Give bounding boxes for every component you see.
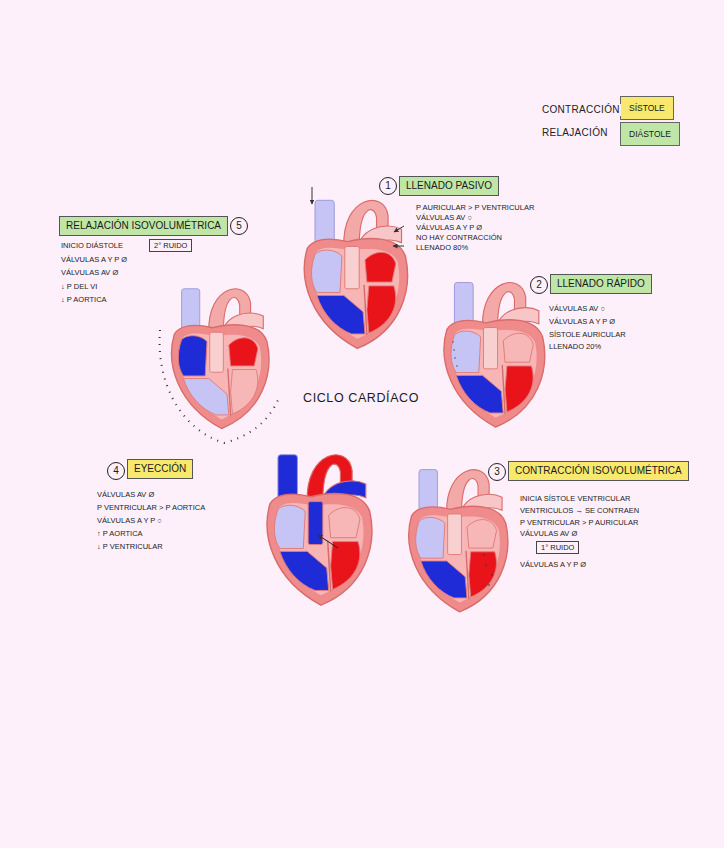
heart-illustration [172,289,269,429]
box-text: 2° RUIDO [154,241,187,250]
flow-arrow [318,535,338,548]
note-text: P AURICULAR > P VENTRICULAR [415,204,535,213]
note-text: VÁLVULAS A Y P Ø [548,318,616,327]
heart-illustration [304,200,407,348]
note-text: INICIA SÍSTOLE VENTRICULAR [519,495,631,504]
box-text: 1° RUIDO [541,543,574,552]
phase-title-box: RELAJACIÓN ISOVOLUMÉTRICA [59,216,228,236]
note-text: VÁLVULAS AV Ø [60,269,119,278]
note-text: LLENADO 80% [415,244,469,253]
note-text: ↓ P AORTICA [60,296,108,305]
note-text: VÁLVULAS AV ○ [548,305,606,314]
note-text: VENTRICULOS → SE CONTRAEN [519,507,640,516]
box-text: 5 [236,220,242,231]
box-text: CONTRACCIÓN ISOVOLUMÉTRICA [515,465,682,476]
note-text: P VENTRICULAR > P AURICULAR [519,519,639,528]
legend-box: DIÁSTOLE [620,122,680,146]
box-text: EYECCIÓN [134,463,186,474]
phase-title-box: LLENADO PASIVO [399,176,499,196]
box-text: LLENADO RÁPIDO [557,278,645,289]
box-text: RELAJACIÓN ISOVOLUMÉTRICA [66,220,221,231]
box-text: 4 [113,465,119,476]
box-text: SÍSTOLE [629,103,665,113]
legend-label: RELAJACIÓN [541,127,609,139]
flow-arrow [312,187,313,204]
legend-box: SÍSTOLE [620,96,674,120]
heart-illustration [409,470,508,612]
note-text: SÍSTOLE AURICULAR [548,331,627,340]
note-text: ↓ P DEL VI [60,283,98,292]
callout-number: 1 [379,177,397,195]
callout-number: 4 [107,462,125,480]
note-text: ↓ P VENTRICULAR [96,543,164,552]
callout-number: 2 [530,276,548,294]
box-text: 2 [536,279,542,290]
legend-label: CONTRACCIÓN [541,104,621,116]
note-text: INICIO DIÁSTOLE [60,242,124,251]
box-text: DIÁSTOLE [629,129,671,139]
heart-illustration [267,455,372,605]
phase-title-box: EYECCIÓN [127,459,193,479]
heart-sound-box: 2° RUIDO [149,239,192,252]
note-text: VÁLVULAS AV ○ [415,214,473,223]
phase-title-box: LLENADO RÁPIDO [550,274,652,294]
note-text: LLENADO 20% [548,343,602,352]
note-text: P VENTRICULAR > P AORTICA [96,504,206,513]
ventricle-contraction-dots [483,554,493,586]
note-text: NO HAY CONTRACCIÓN [415,234,503,243]
callout-number: 5 [230,217,248,235]
note-text: VÁLVULAS A Y P Ø [519,561,587,570]
flow-arrow [394,226,404,232]
note-text: VÁLVULAS A Y P ○ [96,517,163,526]
atrial-contraction-dots [452,341,458,367]
box-text: 3 [494,466,500,477]
heart-illustration [444,282,545,427]
phase-title-box: CONTRACCIÓN ISOVOLUMÉTRICA [508,461,689,481]
note-text: VÁLVULAS A Y P Ø [415,224,483,233]
box-text: 1 [385,180,391,191]
note-text: VÁLVULAS AV Ø [96,491,155,500]
heart-sound-box: 1° RUIDO [536,541,579,554]
note-text: VÁLVULAS A Y P Ø [60,256,128,265]
note-text: ↑ P AORTICA [96,530,144,539]
diagram-title: CICLO CARDÍACO [303,391,419,405]
note-text: VÁLVULAS AV Ø [519,530,578,539]
callout-number: 3 [488,463,506,481]
box-text: LLENADO PASIVO [406,180,492,191]
relaxation-ticks [160,330,278,443]
flow-arrow [393,246,404,247]
